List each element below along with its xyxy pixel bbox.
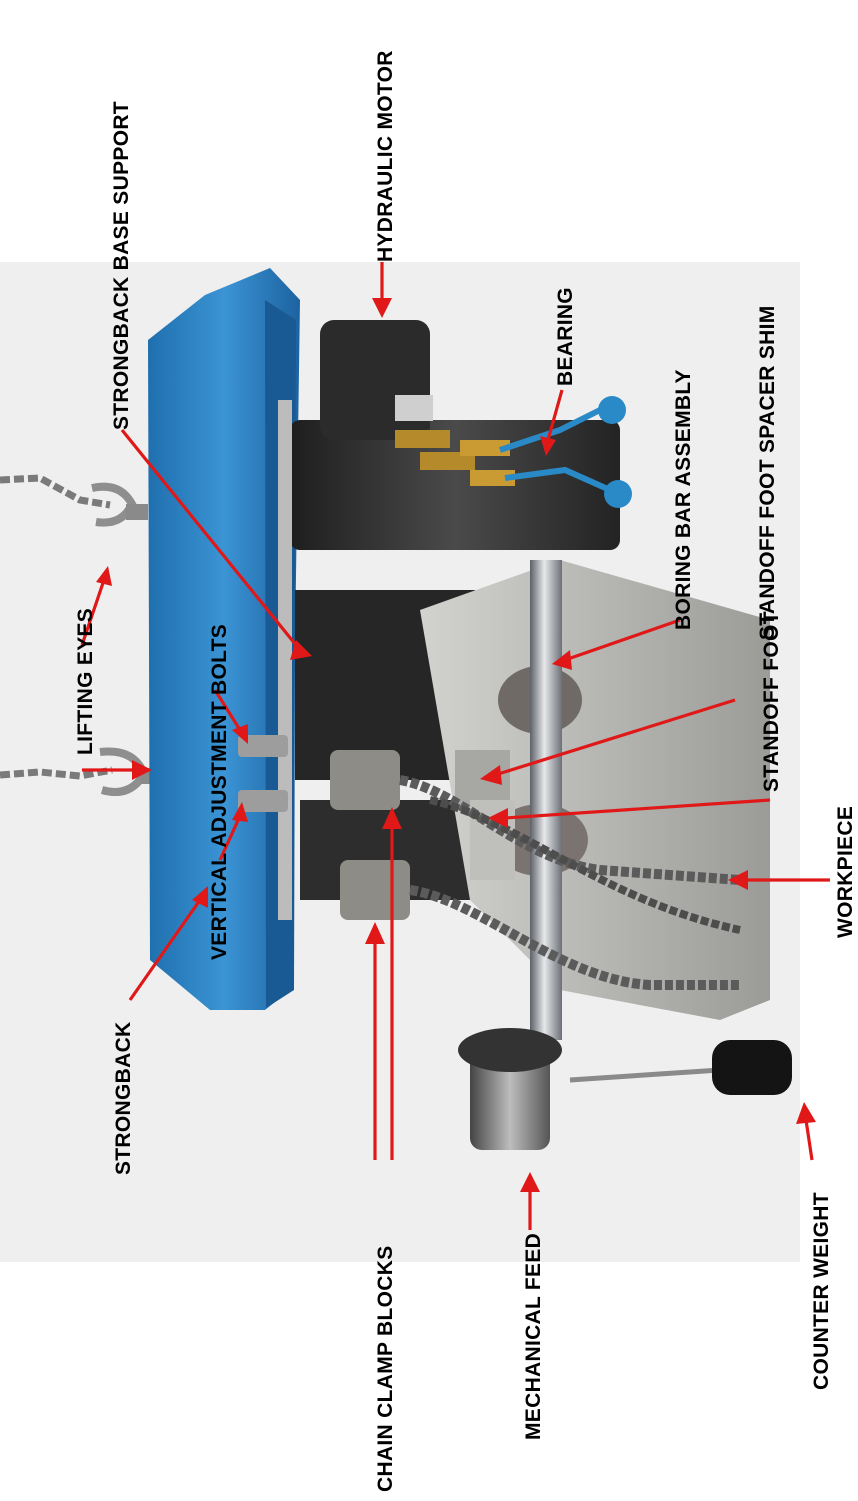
label-chain-clamp-blocks: CHAIN CLAMP BLOCKS bbox=[374, 1245, 397, 1492]
chain-clamp-block-lower bbox=[340, 860, 410, 920]
hydraulic-motor-body bbox=[320, 320, 430, 440]
mechanical-feed-flange bbox=[458, 1028, 562, 1072]
arrow-counter-weight bbox=[804, 1119, 814, 1161]
arrow-bearing bbox=[546, 389, 564, 441]
arrow-standoff-foot-spacer-shim bbox=[494, 698, 736, 777]
label-vertical-adjustment-bolts: VERTICAL ADJUSTMENT BOLTS bbox=[208, 624, 231, 960]
arrow-vertical-adjustment-bolts-lower bbox=[218, 815, 242, 861]
label-counter-weight: COUNTER WEIGHT bbox=[810, 1192, 833, 1390]
strongback-body bbox=[148, 268, 300, 1010]
labels: HYDRAULIC MOTOR STRONGBACK BASE SUPPORT … bbox=[74, 50, 857, 1492]
arrow-vertical-adjustment-bolts-upper bbox=[213, 689, 242, 731]
chain-clamp-block-upper bbox=[330, 750, 400, 810]
callout-arrows bbox=[80, 262, 830, 1230]
machine-illustration bbox=[0, 262, 800, 1262]
motor-mount-plate bbox=[290, 420, 620, 550]
motor-nameplate bbox=[395, 395, 433, 421]
arrow-strongback-base-support bbox=[120, 428, 302, 652]
arrow-strongback bbox=[128, 899, 202, 1001]
label-strongback-base-support: STRONGBACK BASE SUPPORT bbox=[110, 101, 133, 430]
label-mechanical-feed: MECHANICAL FEED bbox=[522, 1233, 545, 1440]
counter-weight-mass bbox=[712, 1040, 792, 1095]
label-standoff-foot-spacer-shim: STANDOFF FOOT SPACER SHIM bbox=[756, 305, 779, 640]
mechanical-feed-housing bbox=[470, 1050, 550, 1150]
label-boring-bar-assembly: BORING BAR ASSEMBLY bbox=[672, 369, 695, 630]
arrow-lifting-eyes-upper bbox=[80, 579, 106, 646]
label-lifting-eyes: LIFTING EYES bbox=[74, 608, 97, 755]
adjustment-bolt-upper bbox=[238, 735, 288, 757]
adjustment-bolt-lower bbox=[238, 790, 288, 812]
boring-bar bbox=[530, 560, 562, 1040]
counter-weight-rod bbox=[569, 1067, 721, 1083]
label-hydraulic-motor: HYDRAULIC MOTOR bbox=[374, 50, 397, 262]
lifting-eye-chain-upper bbox=[0, 474, 148, 527]
label-bearing: BEARING bbox=[554, 287, 577, 386]
workpiece-block bbox=[420, 560, 770, 1020]
arrow-standoff-foot bbox=[504, 798, 771, 820]
arrow-boring-bar-assembly bbox=[564, 618, 681, 662]
hydraulic-fittings bbox=[395, 396, 632, 508]
label-strongback: STRONGBACK bbox=[112, 1022, 135, 1176]
clamp-chains bbox=[399, 775, 741, 990]
label-workpiece: WORKPIECE bbox=[834, 806, 857, 938]
label-standoff-foot: STANDOFF FOOT bbox=[760, 611, 783, 792]
base-plate-edge bbox=[278, 400, 292, 920]
